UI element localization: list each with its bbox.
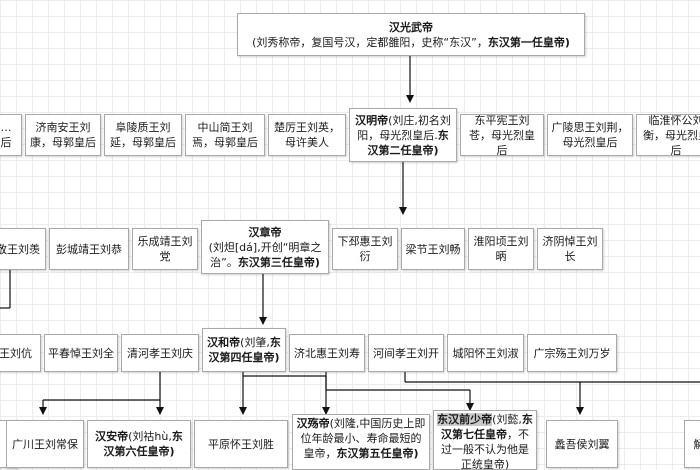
node-note: (刘肇,: [240, 336, 270, 349]
node-text: 河间孝王刘开: [373, 346, 439, 360]
node-lecheng-prince[interactable]: 乐成靖王刘党: [132, 228, 198, 270]
node-title: 汉章帝: [248, 225, 282, 239]
node-note: (刘祜hù,: [128, 430, 172, 443]
node-pingyuan-prince[interactable]: 平原怀王刘胜: [194, 420, 288, 468]
node-linhuai-duke[interactable]: 临淮怀公刘衡，母光烈皇后: [636, 114, 700, 156]
node-note: (刘炟[dá],开创“明章之治”。: [208, 240, 322, 269]
node-text: 济南安王刘康，母郭皇后: [30, 121, 96, 149]
node-note: (刘懿,: [492, 413, 522, 426]
node-text: 王刘伉: [0, 346, 32, 360]
node-liwu-marquis[interactable]: 蠡吾侯刘翼: [546, 420, 618, 468]
node-text: 济阴悼王刘长: [542, 235, 598, 263]
node-shao-emperor[interactable]: 东汉前少帝(刘懿,东汉第七任皇帝，不过一般不认为他是正统皇帝): [433, 410, 537, 470]
node-text: 广宗殇王刘万岁: [533, 346, 611, 360]
node-chengyang-prince[interactable]: 城阳怀王刘淑: [447, 334, 524, 372]
node-text: 广川王刘常保: [12, 437, 78, 451]
node-text: 广陵思王刘荆，母光烈皇后: [551, 121, 629, 149]
node-title: 汉明帝: [355, 113, 389, 127]
node-title: 汉殇帝: [296, 417, 330, 430]
node-guangzong-prince[interactable]: 广宗殇王刘万岁: [527, 334, 617, 372]
node-note: (刘秀称帝，复国号汉，定都雒阳，史称“东汉”，: [252, 35, 488, 49]
node-pingchun-prince[interactable]: 平春悼王刘全: [44, 334, 118, 372]
node-liang-prince[interactable]: 梁节王刘畅: [401, 228, 465, 270]
node-text: 彭城靖王刘恭: [56, 242, 122, 256]
node-note-bold: 东汉第四任皇帝): [208, 336, 281, 364]
node-pengcheng-prince[interactable]: 彭城靖王刘恭: [49, 228, 129, 270]
node-huaiyang-prince[interactable]: 淮阳顷王刘昞: [468, 228, 534, 270]
node-note: (刘隆,中国历史上即位年龄最小、寿命最短的皇帝，: [300, 417, 426, 460]
node-jibei-prince[interactable]: 济北惠王刘寿: [289, 334, 365, 372]
node-dongping-prince[interactable]: 东平宪王刘苍，母光烈皇后: [460, 114, 544, 156]
node-zhongshan-prince[interactable]: 中山简王刘焉，母郭皇后: [185, 114, 265, 156]
node-xiapi-prince[interactable]: 下邳惠王刘衍: [332, 228, 398, 270]
node-text: 东平宪王刘苍，母光烈皇后: [469, 114, 535, 156]
node-text: 敬王刘羡: [0, 242, 40, 256]
node-note: (刘庄,初名刘阳，母光烈皇后.: [357, 113, 451, 142]
node-text: …: [0, 121, 12, 134]
node-shang-emperor[interactable]: 汉殇帝(刘隆,中国历史上即位年龄最小、寿命最短的皇帝，东汉第五任皇帝): [292, 414, 430, 470]
node-chu-prince[interactable]: 楚厉王刘英，母许美人: [268, 114, 346, 156]
node-zhang-emperor[interactable]: 汉章帝 (刘炟[dá],开创“明章之治”。东汉第三任皇帝): [201, 220, 329, 274]
node-text: 后: [0, 136, 12, 149]
node-text: 淮阳顷王刘昞: [473, 235, 529, 263]
node-note-bold: 东汉第五任皇帝): [336, 447, 419, 460]
node-row3-a[interactable]: 敬王刘羡: [0, 228, 46, 270]
node-text: 下邳惠王刘衍: [337, 235, 393, 263]
node-text: 中山简王刘焉，母郭皇后: [192, 121, 258, 149]
node-text: 平原怀王刘胜: [208, 437, 274, 451]
node-text: 蠡吾侯刘翼: [554, 437, 610, 451]
node-he-emperor[interactable]: 汉和帝(刘肇,东汉第四任皇帝): [202, 328, 286, 372]
node-text: 楚厉王刘英，母许美人: [274, 121, 340, 149]
node-text: 阜陵质王刘延，母郭皇后: [110, 121, 176, 149]
node-guangchuan-prince[interactable]: 广川王刘常保: [6, 420, 84, 468]
node-title: 东汉前少帝: [437, 413, 493, 426]
node-title: 汉安帝: [95, 430, 129, 443]
node-note-bold: 东汉第二任皇帝): [367, 128, 449, 157]
node-text: 济北惠王刘寿: [294, 346, 360, 360]
node-jinan-prince[interactable]: 济南安王刘康，母郭皇后: [25, 114, 101, 156]
node-jiyin-prince[interactable]: 济阴悼王刘长: [537, 228, 603, 270]
node-text: 清河孝王刘庆: [127, 346, 193, 360]
node-row5-h[interactable]: 解: [684, 420, 700, 468]
node-note-bold: 东汉第六任皇帝): [103, 430, 183, 458]
node-hejian-prince[interactable]: 河间孝王刘开: [368, 334, 444, 372]
node-guangwu-emperor[interactable]: 汉光武帝 (刘秀称帝，复国号汉，定都雒阳，史称“东汉”，东汉第一任皇帝): [237, 13, 585, 56]
node-row4-a[interactable]: 王刘伉: [0, 334, 41, 372]
node-text: 梁节王刘畅: [405, 242, 461, 256]
node-row2-a[interactable]: …后: [0, 114, 22, 156]
node-text: 城阳怀王刘淑: [452, 346, 519, 360]
node-qinghe-prince[interactable]: 清河孝王刘庆: [121, 334, 199, 372]
node-note-bold: 东汉第三任皇帝): [237, 255, 320, 269]
node-text: 平春悼王刘全: [48, 346, 114, 360]
node-title: 汉和帝: [207, 336, 241, 349]
node-guangling-prince[interactable]: 广陵思王刘荆，母光烈皇后: [547, 114, 633, 156]
node-an-emperor[interactable]: 汉安帝(刘祜hù,东汉第六任皇帝): [87, 420, 191, 468]
node-note-bold: 东汉第七任皇帝: [441, 413, 533, 441]
node-title: 汉光武帝: [389, 20, 433, 34]
node-text: 乐成靖王刘党: [137, 235, 193, 263]
node-ming-emperor[interactable]: 汉明帝(刘庄,初名刘阳，母光烈皇后.东汉第二任皇帝): [349, 108, 457, 162]
node-text: 临淮怀公刘衡，母光烈皇后: [643, 114, 700, 156]
node-note: ，不过一般不认为他是正统皇帝): [441, 428, 529, 470]
node-fuling-prince[interactable]: 阜陵质王刘延，母郭皇后: [104, 114, 182, 156]
node-note-bold: 东汉第一任皇帝): [487, 35, 570, 49]
node-text: 解: [694, 437, 700, 452]
